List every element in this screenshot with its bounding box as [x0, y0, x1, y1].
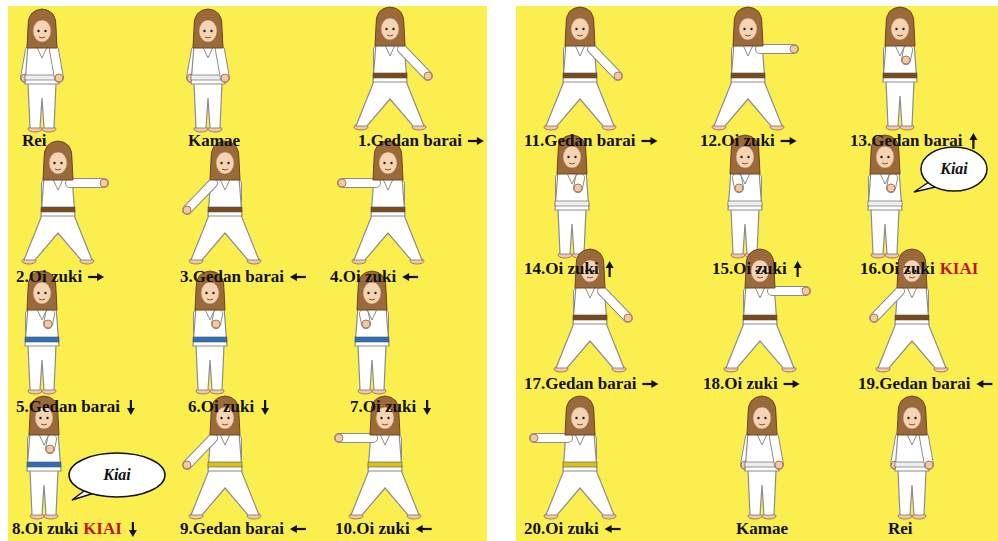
karate-figure: [338, 141, 424, 264]
direction-arrow: [794, 261, 802, 277]
step-label: 7.Oi zuki: [350, 397, 416, 417]
kiai-text: Kiai: [940, 160, 968, 178]
kiai-label: KIAI: [83, 519, 122, 539]
step-label: 11.Gedan barai: [524, 131, 635, 151]
karate-figure: [354, 7, 432, 130]
karate-figure: [544, 7, 622, 130]
step-label: 14.Oi zuki: [524, 259, 599, 279]
karate-figure: [183, 141, 261, 264]
direction-arrow: [88, 273, 104, 281]
step-label: 3.Gedan barai: [180, 267, 284, 287]
karate-figure: [193, 271, 227, 394]
direction-arrow: [468, 137, 484, 145]
step-label: 6.Oi zuki: [188, 397, 254, 417]
direction-arrow: [781, 137, 797, 145]
direction-arrow: [423, 400, 431, 415]
direction-arrow: [290, 273, 306, 281]
step-label: 16.Oi zuki: [860, 259, 935, 279]
yellow-panel: [8, 6, 487, 541]
step-label: 18.Oi zuki: [703, 374, 778, 394]
step-label: Rei: [22, 131, 47, 151]
karate-figure: [25, 271, 59, 394]
step-label: Kamae: [736, 519, 788, 539]
step-label: 4.Oi zuki: [330, 267, 396, 287]
step-label: 2.Oi zuki: [16, 267, 82, 287]
direction-arrow: [605, 525, 621, 533]
step-label: 13.Gedan barai: [850, 131, 962, 151]
karate-figure: [21, 9, 63, 132]
step-label: 1.Gedan barai: [358, 131, 462, 151]
step-label: Rei: [888, 519, 913, 539]
direction-arrow: [784, 380, 800, 388]
karate-figure: [868, 135, 902, 258]
speech-bubble: Kiai: [920, 146, 988, 192]
direction-arrow: [969, 133, 977, 149]
step-label: Kamae: [188, 131, 240, 151]
step-label: 19.Gedan barai: [858, 374, 970, 394]
direction-arrow: [606, 261, 614, 277]
step-label: 5.Gedan barai: [16, 397, 120, 417]
karate-figure: [891, 396, 933, 519]
kiai-label: KIAI: [940, 259, 979, 279]
direction-arrow: [976, 380, 992, 388]
step-label: 8.Oi zuki: [12, 519, 78, 539]
step-label: 20.Oi zuki: [524, 519, 599, 539]
direction-arrow: [642, 380, 658, 388]
karate-figure: [728, 135, 762, 258]
karate-figure: [712, 7, 798, 130]
step-label: 9.Gedan barai: [180, 519, 284, 539]
step-label: 15.Oi zuki: [712, 259, 787, 279]
karate-figure: [183, 396, 261, 519]
karate-figure: [355, 271, 389, 394]
karate-figure: [335, 396, 421, 519]
direction-arrow: [290, 525, 306, 533]
karate-figure: [741, 396, 783, 519]
step-label: 12.Oi zuki: [700, 131, 775, 151]
kiai-text: Kiai: [103, 466, 131, 484]
direction-arrow: [129, 522, 137, 537]
yellow-panel: [516, 6, 998, 541]
karate-figure: [883, 7, 917, 130]
direction-arrow: [402, 273, 418, 281]
karate-figure: [187, 9, 229, 132]
direction-arrow: [641, 137, 657, 145]
karate-figures: [21, 7, 948, 519]
direction-arrow: [416, 525, 432, 533]
step-label: 10.Oi zuki: [335, 519, 410, 539]
karate-figure: [530, 396, 616, 519]
karate-figure: [555, 135, 589, 258]
direction-arrow: [127, 400, 135, 415]
karate-figure: [22, 141, 108, 264]
direction-arrow: [261, 400, 269, 415]
speech-bubble: Kiai: [68, 452, 166, 498]
step-label: 17.Gedan barai: [524, 374, 636, 394]
